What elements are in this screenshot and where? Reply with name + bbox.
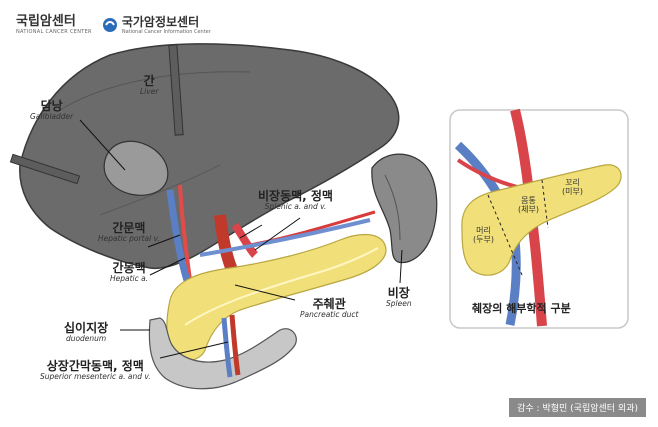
duodenum-shape (148, 317, 297, 390)
inset-pancreas (461, 164, 622, 276)
liver-shape (19, 43, 400, 270)
ncic-logo: 국가암정보센터 National Cancer Information Cent… (102, 16, 211, 35)
ncc-logo-ko: 국립암센터 (16, 14, 76, 29)
credit-badge: 감수 : 박형민 (국립암센터 외과) (509, 398, 646, 417)
ncc-logo-en: NATIONAL CANCER CENTER (16, 29, 92, 35)
logo-bar: 국립암센터 NATIONAL CANCER CENTER 국가암정보센터 Nat… (16, 8, 211, 42)
inset-label-body: 몸통 (체부) (518, 196, 539, 215)
inset-title: 췌장의 해부학적 구분 (472, 302, 571, 315)
inset-label-head: 머리 (두부) (473, 226, 494, 245)
ncc-logo: 국립암센터 NATIONAL CANCER CENTER (16, 15, 92, 35)
gallbladder-shape (103, 140, 169, 196)
ncic-mark-icon (102, 18, 117, 32)
ncic-logo-ko: 국가암정보센터 (121, 14, 200, 29)
inset-label-tail: 꼬리 (미부) (562, 178, 583, 197)
ncic-logo-en: National Cancer Information Center (121, 28, 211, 35)
